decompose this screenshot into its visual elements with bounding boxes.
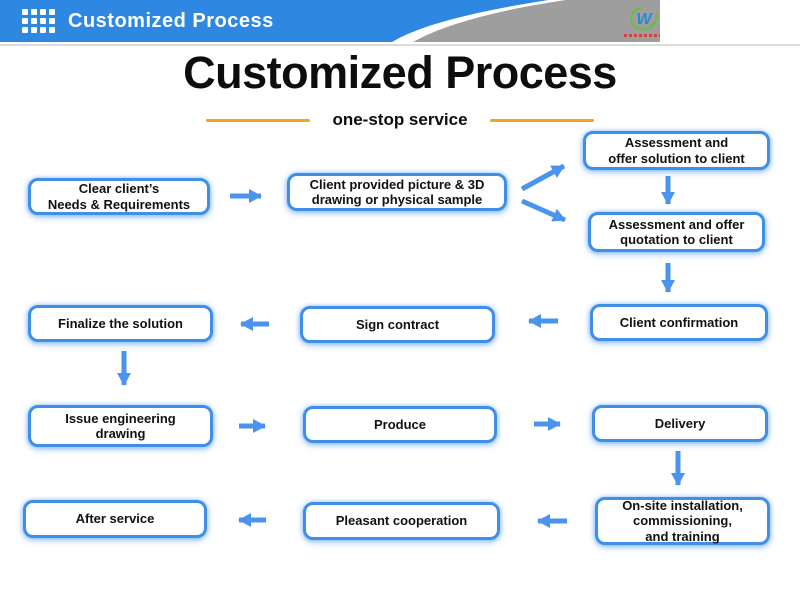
step-sign-contract: Sign contract (300, 306, 495, 343)
step-issue-drawing: Issue engineering drawing (28, 405, 213, 447)
step-delivery: Delivery (592, 405, 768, 442)
header-bar (0, 0, 800, 46)
company-logo: W (630, 5, 658, 31)
subtitle-right-line (489, 118, 594, 122)
subtitle-row: one-stop service (0, 110, 800, 130)
step-assess-solution: Assessment and offer solution to client (583, 131, 770, 170)
step-finalize-solution: Finalize the solution (28, 305, 213, 342)
step-assess-quotation: Assessment and offer quotation to client (588, 212, 765, 252)
header-divider (0, 44, 800, 46)
subtitle-text: one-stop service (332, 110, 468, 129)
logo-caption-text (624, 34, 660, 37)
subtitle-left-line (206, 118, 311, 122)
header-title: Customized Process (68, 10, 274, 32)
step-after-service: After service (23, 500, 207, 538)
step-clear-needs: Clear client’s Needs & Requirements (28, 178, 210, 215)
arrow-provided-to-quotation (520, 198, 567, 223)
step-onsite-install: On-site installation, commissioning, and… (595, 497, 770, 545)
header-blue-band (0, 0, 548, 42)
apps-grid-icon (22, 9, 55, 33)
arrow-provided-to-solution (520, 163, 566, 192)
step-client-confirmation: Client confirmation (590, 304, 768, 341)
logo-letter: W (636, 11, 653, 28)
step-produce: Produce (303, 406, 497, 443)
page-title: Customized Process (183, 47, 617, 98)
header-swoosh (392, 0, 566, 42)
step-client-provided: Client provided picture & 3D drawing or … (287, 173, 507, 211)
step-pleasant-coop: Pleasant cooperation (303, 502, 500, 540)
